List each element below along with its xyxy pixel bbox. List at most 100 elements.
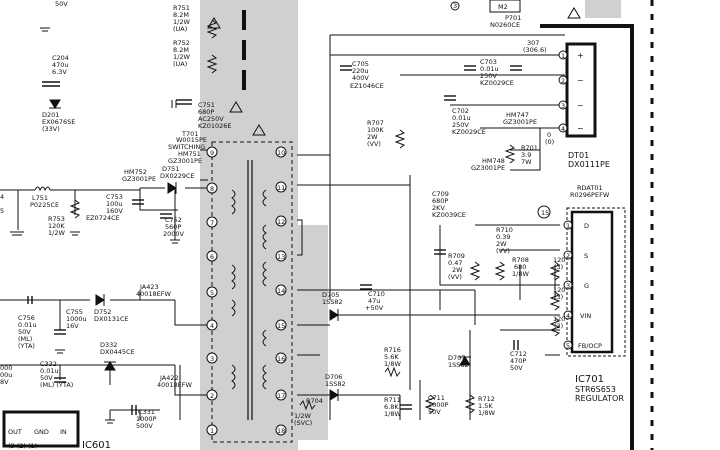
label-d751-name: D751 bbox=[162, 165, 179, 173]
label-c702-part: KZ0029CE bbox=[452, 128, 486, 136]
label-c703-value: 0.01u bbox=[480, 65, 499, 73]
label-c332-variant: (ML) (YTA) bbox=[40, 381, 73, 389]
label-r120-a: 120 bbox=[553, 256, 565, 264]
label-d201-name: D201 bbox=[42, 111, 59, 119]
label-ja423-part: 40018EFW bbox=[136, 290, 172, 298]
label-hm751-part: GZ3001PE bbox=[168, 157, 202, 165]
label-r753-power: 1/2W bbox=[48, 229, 65, 237]
label-c756-voltage: 50V bbox=[18, 328, 31, 336]
label-ic701-pin-g: G bbox=[584, 282, 589, 290]
inductor-l751 bbox=[34, 186, 51, 192]
label-c753-part: EZ0724CE bbox=[86, 214, 120, 222]
label-c709-part: KZ0039CE bbox=[432, 211, 466, 219]
label-dt01-pin-plus: + bbox=[577, 51, 584, 60]
ic601-box bbox=[2, 410, 80, 448]
label-c709-voltage: 2KV bbox=[432, 204, 445, 212]
label-d751-part: DX0229CE bbox=[160, 172, 195, 180]
label-d705-part: 1SS82 bbox=[322, 298, 343, 306]
label-c756-variant: (YTA) bbox=[18, 342, 35, 350]
label-dt01-num-4: 4 bbox=[561, 125, 565, 133]
label-c753-value: 100u bbox=[106, 200, 123, 208]
label-r708-value: 680 bbox=[514, 263, 526, 271]
label-t701-left-1: 1 bbox=[210, 427, 214, 435]
label-r751-power: 1/2W bbox=[173, 18, 190, 26]
label-ic601-pin-nums: (3 (2) (1) bbox=[8, 442, 37, 450]
label-r707-class: (VV) bbox=[367, 140, 381, 148]
labels: 50V R751 8.2M 1/2W (UA) R752 8.2M 1/2W (… bbox=[0, 0, 624, 450]
label-c703-top-measured: (306.6) bbox=[523, 46, 547, 54]
label-r709-name: R709 bbox=[448, 252, 465, 260]
label-dt01-num-2: 2 bbox=[561, 77, 565, 85]
t701-left-pins bbox=[206, 146, 218, 436]
label-c709-value: 680P bbox=[432, 197, 448, 205]
label-c710-voltage: +50V bbox=[365, 304, 384, 312]
label-c751-voltage: AC250V bbox=[198, 115, 224, 123]
label-r751-value: 8.2M bbox=[173, 11, 189, 19]
label-d707-name: D707 bbox=[448, 354, 465, 362]
label-dt01-pin-ac1: ~ bbox=[577, 76, 584, 85]
label-c204-name: C204 bbox=[52, 54, 69, 62]
label-c702-voltage: 250V bbox=[452, 121, 469, 129]
label-d332-part: DX0445CE bbox=[100, 348, 135, 356]
label-r751-name: R751 bbox=[173, 4, 190, 12]
label-r752-class: (UA) bbox=[173, 60, 187, 68]
label-r704-class: (SVC) bbox=[294, 419, 312, 427]
label-p701-part: N0260CE bbox=[490, 21, 520, 29]
label-ic601-pin-in: IN bbox=[60, 428, 67, 436]
label-dt01-num-3: 3 bbox=[561, 102, 565, 110]
label-r711-name: R711 bbox=[384, 396, 401, 404]
label-d201-part: EX0676SE bbox=[42, 118, 75, 126]
thick-border bbox=[540, 24, 634, 450]
label-c204-voltage: 6.3V bbox=[52, 68, 67, 76]
label-c705-part: EZ1046CE bbox=[350, 82, 384, 90]
label-dt01-num-1: 1 bbox=[561, 52, 565, 60]
label-t701-type: SWITCHING bbox=[168, 143, 205, 151]
label-r752-power: 1/2W bbox=[173, 53, 190, 61]
label-c753-name: C753 bbox=[106, 193, 123, 201]
label-c702-name: C702 bbox=[452, 107, 469, 115]
label-r752-value: 8.2M bbox=[173, 46, 189, 54]
label-c711-value: 1000P bbox=[428, 401, 449, 409]
label-r709-power: 2W bbox=[452, 266, 463, 274]
label-c712-value: 470P bbox=[510, 357, 526, 365]
label-l751-name: L751 bbox=[32, 194, 48, 202]
label-ic701-num-2: 2 bbox=[566, 252, 570, 260]
label-c331-voltage: 500V bbox=[136, 422, 153, 430]
label-d201-zener: (33V) bbox=[42, 125, 60, 133]
label-c751-part: KZ01026E bbox=[198, 122, 232, 130]
label-c710-value: 47u bbox=[368, 297, 380, 305]
label-hm748-part: GZ3001PE bbox=[471, 164, 505, 172]
p701-pin-circle bbox=[450, 1, 460, 11]
label-d332-name: D332 bbox=[100, 341, 117, 349]
label-c756-value: 0.01u bbox=[18, 321, 37, 329]
label-t701-left-2: 2 bbox=[210, 392, 214, 400]
label-d707-part: 1SS82 bbox=[448, 361, 469, 369]
label-t701-right-12: 12 bbox=[277, 218, 285, 226]
label-r120-b-paren: (3) bbox=[554, 293, 563, 301]
label-r712-power: 1/8W bbox=[478, 409, 495, 417]
label-c332-name: C332 bbox=[40, 360, 57, 368]
warning-icons bbox=[207, 7, 581, 136]
label-c709-name: C709 bbox=[432, 190, 449, 198]
label-c751-value: 680P bbox=[198, 108, 214, 116]
label-t701-name: T701 bbox=[181, 130, 198, 138]
label-r752-name: R752 bbox=[173, 39, 190, 47]
label-rdat01-part: R0296PEFW bbox=[570, 191, 610, 199]
label-left-cut-b1: 000 bbox=[0, 364, 12, 372]
label-ic701-num-1: 1 bbox=[566, 222, 570, 230]
label-c712-name: C712 bbox=[510, 350, 527, 358]
label-ic701-function: REGULATOR bbox=[575, 394, 624, 403]
m2-shade bbox=[585, 0, 621, 18]
label-r710-power: 2W bbox=[496, 240, 507, 248]
capacitors bbox=[27, 65, 522, 415]
label-r710-value: 0.39 bbox=[496, 233, 510, 241]
label-r707-power: 2W bbox=[367, 133, 378, 141]
label-left-cut-a1: 4 bbox=[0, 193, 4, 201]
diodes bbox=[49, 99, 471, 401]
label-c702-value: 0.01u bbox=[452, 114, 471, 122]
label-p701-pin: 3 bbox=[453, 2, 457, 10]
label-r716-value: 5.6K bbox=[384, 353, 399, 361]
label-c705-name: C705 bbox=[352, 60, 369, 68]
